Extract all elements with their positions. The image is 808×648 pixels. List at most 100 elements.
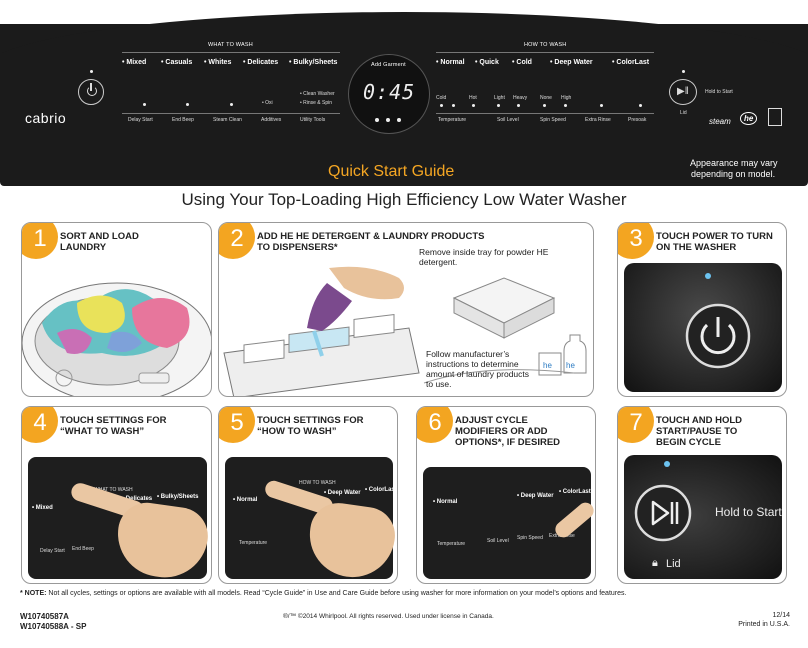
indicator-dot xyxy=(472,104,475,107)
note-line: amount of laundry products xyxy=(426,369,530,379)
additives-oxi: • Oxi xyxy=(262,100,273,106)
photo-opt: • Bulky/Sheets xyxy=(157,494,199,500)
left-bottom-rule xyxy=(122,113,340,114)
part-number: W10740587A xyxy=(20,612,69,621)
step-title-line: START/PAUSE TO xyxy=(656,426,738,437)
step-title: TOUCH AND HOLD START/PAUSE TO BEGIN CYCL… xyxy=(656,415,742,448)
power-icon xyxy=(685,303,751,369)
add-garment-label: Add Garment xyxy=(371,62,406,68)
extra-rinse-label: Extra Rinse xyxy=(585,117,611,123)
hold-to-start-label: Hold to Start xyxy=(715,505,782,519)
photo-opt: • Deep Water xyxy=(517,493,554,499)
step-title-line: “WHAT TO WASH” xyxy=(60,426,145,437)
step-title: ADD HE HE DETERGENT & LAUNDRY PRODUCTS T… xyxy=(257,231,485,253)
copyright: ®/™ ©2014 Whirlpool. All rights reserved… xyxy=(283,613,494,620)
part-number-sp: W10740588A - SP xyxy=(20,622,87,631)
utility-rinse-spin: • Rinse & Spin xyxy=(300,100,333,106)
opt-bulky: • Bulky/Sheets xyxy=(289,59,338,66)
step-title: ADJUST CYCLE MODIFIERS OR ADD OPTIONS*, … xyxy=(455,415,560,448)
display-dot xyxy=(397,118,401,122)
display-dot xyxy=(386,118,390,122)
indicator-dot xyxy=(564,104,567,107)
lid-label: Lid xyxy=(680,110,687,116)
step-title-line: LAUNDRY xyxy=(60,242,107,253)
photo-label: Temperature xyxy=(239,540,268,546)
step-title-line: TOUCH POWER TO TURN xyxy=(656,231,773,242)
power-led xyxy=(705,273,711,279)
what-rule xyxy=(122,52,340,53)
step-badge: 6 xyxy=(417,407,453,443)
photo-opt: • Delicates xyxy=(122,496,153,502)
step-title-line: ADD HE HE DETERGENT & LAUNDRY PRODUCTS xyxy=(257,231,485,242)
delay-start-label: Delay Start xyxy=(128,117,153,123)
energy-star-icon xyxy=(768,108,782,126)
appearance-note: Appearance may vary depending on model. xyxy=(690,158,778,180)
photo-label: WHAT TO WASH xyxy=(94,487,133,493)
footnote-bold: * NOTE: xyxy=(20,590,47,597)
right-bottom-rule xyxy=(436,113,654,114)
indicator-dot xyxy=(440,104,443,107)
brand-logo: cabrio xyxy=(25,110,67,126)
photo-opt: • ColorLast xyxy=(365,487,397,493)
step-card-5: HOW TO WASH • Normal • Deep Water • Colo… xyxy=(218,406,398,584)
step-title-line: TOUCH SETTINGS FOR xyxy=(257,415,364,426)
photo-label: Temperature xyxy=(437,541,466,547)
step-title-line: TOUCH AND HOLD xyxy=(656,415,743,426)
step-title-line: TO DISPENSERS* xyxy=(257,242,338,253)
step-card-1: 1 SORT AND LOAD LAUNDRY xyxy=(21,222,212,397)
step-card-6: • Normal • Deep Water • ColorLast Temper… xyxy=(416,406,596,584)
opt-colorlast: • ColorLast xyxy=(612,59,650,66)
indicator-dot xyxy=(230,103,233,106)
start-led xyxy=(664,461,670,467)
step-title-line: TOUCH SETTINGS FOR xyxy=(60,415,167,426)
step-title: TOUCH SETTINGS FOR “HOW TO WASH” xyxy=(257,415,363,437)
note-line: Follow manufacturer’s xyxy=(426,349,510,359)
soil-level-label: Soil Level xyxy=(497,117,519,123)
spin-high: High xyxy=(561,95,572,101)
photo-opt: • Normal xyxy=(233,497,258,503)
photo-label: HOW TO WASH xyxy=(299,480,336,486)
quick-start-title: Quick Start Guide xyxy=(328,163,455,180)
opt-normal: • Normal xyxy=(436,59,465,66)
photo-label: Spin Speed xyxy=(517,535,543,541)
step-title-line: “HOW TO WASH” xyxy=(257,426,337,437)
step-badge: 4 xyxy=(22,407,58,443)
appearance-line: depending on model. xyxy=(691,169,776,179)
indicator-dot xyxy=(543,104,546,107)
dispenser-illustration: he he xyxy=(223,266,587,396)
indicator-dot xyxy=(186,103,189,106)
opt-delicates: • Delicates xyxy=(243,59,279,66)
start-pause-icon xyxy=(634,484,692,542)
end-beep-label: End Beep xyxy=(172,117,194,123)
step-title: TOUCH SETTINGS FOR “WHAT TO WASH” xyxy=(60,415,166,437)
start-indicator-dot xyxy=(682,70,685,73)
step-title-line: OPTIONS*, IF DESIRED xyxy=(455,437,561,448)
svg-text:he: he xyxy=(566,361,575,370)
soil-heavy: Heavy xyxy=(513,95,528,101)
note-line: detergent. xyxy=(419,257,458,267)
footnote: * NOTE: Not all cycles, settings or opti… xyxy=(20,590,626,597)
indicator-dot xyxy=(600,104,603,107)
printed-in: Printed in U.S.A. xyxy=(738,621,790,628)
step-card-4: WHAT TO WASH • Mixed • Delicates • Bulky… xyxy=(21,406,212,584)
step-card-3: 3 TOUCH POWER TO TURN ON THE WASHER xyxy=(617,222,787,397)
step-card-7: Hold to Start 🔒︎ Lid 7 TOUCH AND HOLD ST… xyxy=(617,406,787,584)
step-badge: 3 xyxy=(618,223,654,259)
utility-tools-label: Utility Tools xyxy=(300,117,326,123)
opt-casuals: • Casuals xyxy=(161,59,193,66)
manufacturer-note: Follow manufacturer’s instructions to de… xyxy=(426,349,529,389)
indicator-dot xyxy=(517,104,520,107)
power-icon xyxy=(78,79,104,105)
indicator-dot xyxy=(452,104,455,107)
spin-speed-label: Spin Speed xyxy=(540,117,566,123)
svg-text:he: he xyxy=(543,361,552,370)
steam-clean-label: Steam Clean xyxy=(213,117,242,123)
page-title: Using Your Top-Loading High Efficiency L… xyxy=(181,190,627,209)
photo-label: End Beep xyxy=(72,546,94,552)
opt-deep-water: • Deep Water xyxy=(550,59,593,66)
photo-opt: • ColorLast xyxy=(559,489,591,495)
step-title-line: SORT AND LOAD xyxy=(60,231,139,242)
indicator-dot xyxy=(497,104,500,107)
step-title: TOUCH POWER TO TURN ON THE WASHER xyxy=(656,231,773,253)
